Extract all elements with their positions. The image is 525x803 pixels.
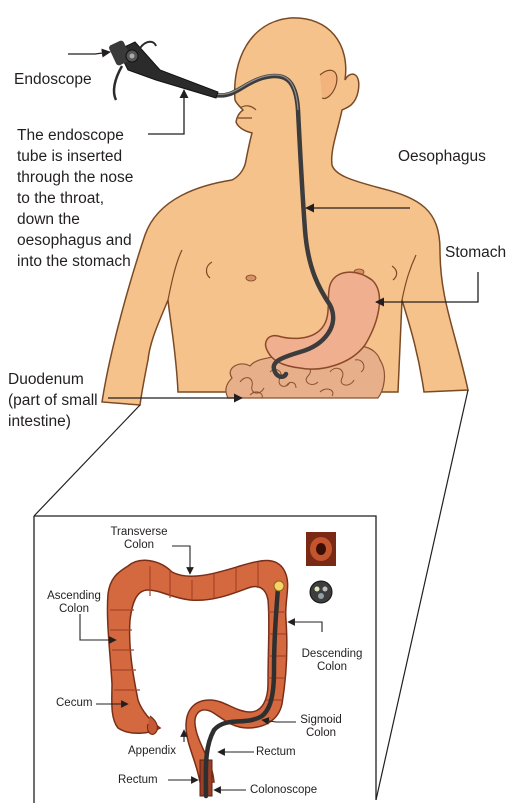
large-intestine <box>107 560 287 796</box>
zoom-line-right <box>376 390 468 800</box>
appendix-label: Appendix <box>128 745 176 758</box>
descending-line: Colon <box>294 661 370 674</box>
endoscope-label: Endoscope <box>14 69 92 90</box>
colonoscope-tip-icon <box>274 581 284 591</box>
endoscope-handle-icon <box>108 40 218 100</box>
colonoscope-label: Colonoscope <box>250 784 317 797</box>
ascending-line: Ascending <box>38 590 110 603</box>
transverse-line: Colon <box>104 539 174 552</box>
sigmoid-colon-label: Sigmoid Colon <box>290 714 352 740</box>
tube-note-label: The endoscope tube is inserted through t… <box>17 125 177 272</box>
cecum-label: Cecum <box>56 697 92 710</box>
transverse-colon-label: Transverse Colon <box>104 526 174 552</box>
ascending-line: Colon <box>38 603 110 616</box>
transverse-line: Transverse <box>104 526 174 539</box>
rectum-left-label: Rectum <box>118 774 158 787</box>
tube-note-line: oesophagus and <box>17 230 177 251</box>
duodenum-label: Duodenum (part of small intestine) <box>8 369 98 432</box>
tube-note-line: into the stomach <box>17 251 177 272</box>
scope-lens-icon <box>310 581 332 603</box>
endoscope-camera-view-icon <box>306 532 336 566</box>
tube-note-line: The endoscope <box>17 125 177 146</box>
descending-pointer <box>288 622 322 632</box>
stomach-label: Stomach <box>445 242 506 263</box>
tube-note-line: tube is inserted <box>17 146 177 167</box>
ascending-colon-label: Ascending Colon <box>38 590 110 616</box>
descending-colon-label: Descending Colon <box>294 648 370 674</box>
oesophagus-label: Oesophagus <box>398 146 486 167</box>
duodenum-line: intestine) <box>8 411 98 432</box>
sigmoid-line: Colon <box>290 727 352 740</box>
tube-note-line: to the throat, <box>17 188 177 209</box>
tube-note-line: down the <box>17 209 177 230</box>
rectum-right-label: Rectum <box>256 746 296 759</box>
duodenum-line: Duodenum <box>8 369 98 390</box>
nipple-left <box>246 275 256 281</box>
descending-line: Descending <box>294 648 370 661</box>
sigmoid-line: Sigmoid <box>290 714 352 727</box>
tube-note-line: through the nose <box>17 167 177 188</box>
duodenum-line: (part of small <box>8 390 98 411</box>
endoscope-pointer <box>68 52 110 54</box>
transverse-pointer <box>172 546 190 574</box>
